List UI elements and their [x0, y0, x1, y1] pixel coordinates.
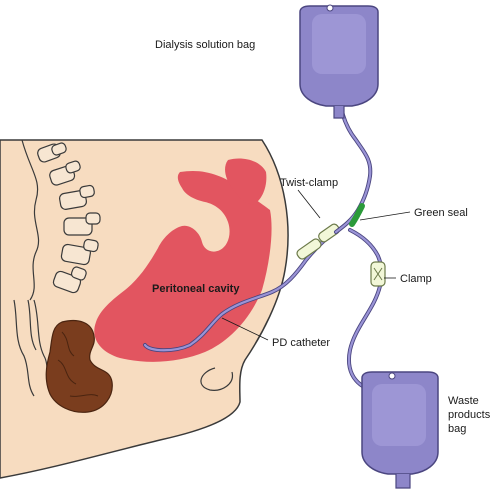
leader-lines — [221, 189, 411, 341]
pd-catheter-leader — [221, 317, 269, 341]
colon — [45, 319, 113, 413]
cavity-upper-lobe — [225, 158, 267, 205]
drain-tube — [347, 228, 388, 394]
label-pd-catheter: PD catheter — [272, 337, 330, 349]
drain-clamp — [370, 261, 386, 287]
label-clamp: Clamp — [400, 273, 432, 285]
peritoneal-cavity — [94, 170, 272, 362]
pd-catheter-tube-highlight — [143, 230, 336, 352]
label-waste-line-1: Waste — [448, 395, 479, 407]
twist-clamp-leader — [297, 189, 321, 219]
supply-tube — [334, 98, 373, 234]
label-waste-line-2: products — [448, 409, 491, 421]
label-waste-line-3: bag — [448, 423, 466, 435]
green-seal-leader — [359, 211, 411, 221]
waste-products-bag — [361, 371, 439, 489]
twist-clamp — [296, 223, 340, 260]
dialysis-solution-bag — [299, 4, 379, 119]
green-seal — [349, 203, 365, 227]
label-peritoneal-cavity: Peritoneal cavity — [152, 283, 240, 295]
label-dialysis-bag: Dialysis solution bag — [155, 39, 255, 51]
belly-fold — [200, 367, 234, 391]
colon-fold-lines — [57, 331, 99, 397]
label-twist-clamp: Twist-clamp — [280, 177, 338, 189]
spine — [13, 139, 101, 397]
label-green-seal: Green seal — [414, 207, 468, 219]
